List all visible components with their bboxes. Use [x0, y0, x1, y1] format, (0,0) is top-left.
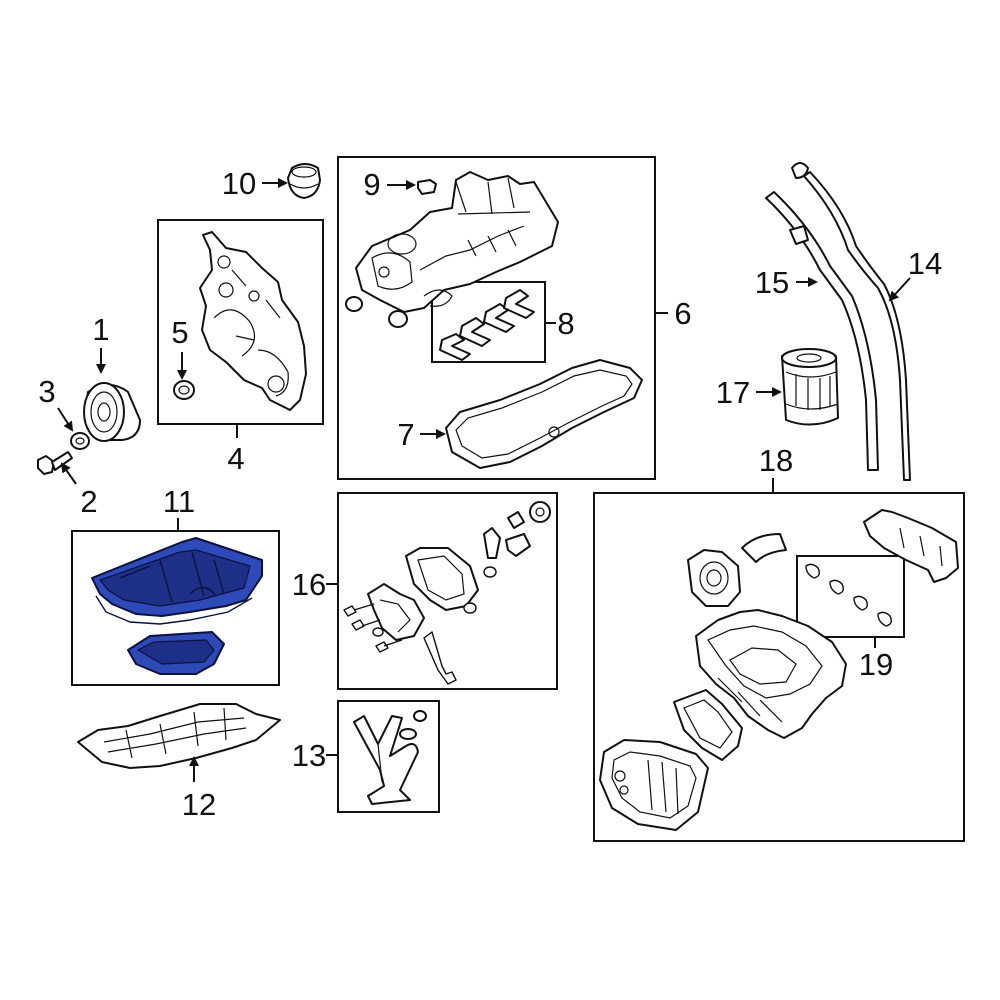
callout-15: 15 [755, 265, 789, 300]
group-box-valve-cover [337, 156, 656, 480]
group-box-oil-pan [71, 530, 280, 686]
part-valve-cover-stud[interactable] [417, 179, 437, 195]
part-oil-pump-assembly[interactable] [343, 501, 551, 685]
callout-7: 7 [397, 417, 414, 452]
part-idler-pulley[interactable] [83, 382, 141, 442]
part-splash-shield[interactable] [77, 703, 281, 769]
callout-labels: 1 2 3 4 5 6 7 8 9 10 11 12 13 14 15 16 1… [38, 166, 942, 822]
callout-10: 10 [222, 166, 256, 201]
part-pulley-spacer[interactable] [70, 432, 90, 450]
callout-14: 14 [908, 246, 942, 281]
part-timing-cover[interactable] [199, 231, 307, 411]
callout-16: 16 [292, 567, 326, 602]
part-pulley-bolt[interactable] [37, 451, 73, 475]
callout-8: 8 [557, 306, 574, 341]
part-front-seal[interactable] [173, 380, 195, 400]
callout-18: 18 [759, 443, 793, 478]
group-box-intake-manifold [593, 492, 965, 842]
part-valve-cover[interactable] [355, 171, 559, 313]
part-dipstick[interactable] [791, 162, 911, 481]
group-box-pickup-tube [337, 700, 440, 813]
callout-1: 1 [92, 312, 109, 347]
part-intake-manifold[interactable] [599, 509, 959, 831]
group-box-oil-pump [337, 492, 558, 690]
callout-3: 3 [38, 374, 55, 409]
part-dipstick-tube[interactable] [765, 191, 879, 471]
part-oil-pan[interactable] [91, 537, 263, 675]
part-injector-seals[interactable] [439, 289, 535, 361]
callout-2: 2 [80, 484, 97, 519]
callout-17: 17 [716, 375, 750, 410]
callout-4: 4 [227, 441, 244, 476]
part-valve-cover-seals[interactable] [345, 296, 408, 328]
callout-19: 19 [859, 647, 893, 682]
group-box-manifold-gaskets [796, 555, 905, 638]
part-oil-filler-cap[interactable] [287, 163, 321, 199]
callout-13: 13 [292, 738, 326, 773]
group-box-timing-cover [157, 219, 324, 425]
callout-12: 12 [182, 787, 216, 822]
callout-9: 9 [363, 167, 380, 202]
callout-6: 6 [674, 296, 691, 331]
part-valve-cover-gasket[interactable] [445, 359, 643, 469]
leader-lines [57, 178, 911, 782]
part-oil-pickup-tube[interactable] [353, 710, 427, 805]
callout-5: 5 [171, 315, 188, 350]
part-manifold-gaskets[interactable] [805, 563, 893, 627]
callout-11: 11 [163, 484, 195, 519]
part-oil-filter[interactable] [781, 348, 839, 426]
